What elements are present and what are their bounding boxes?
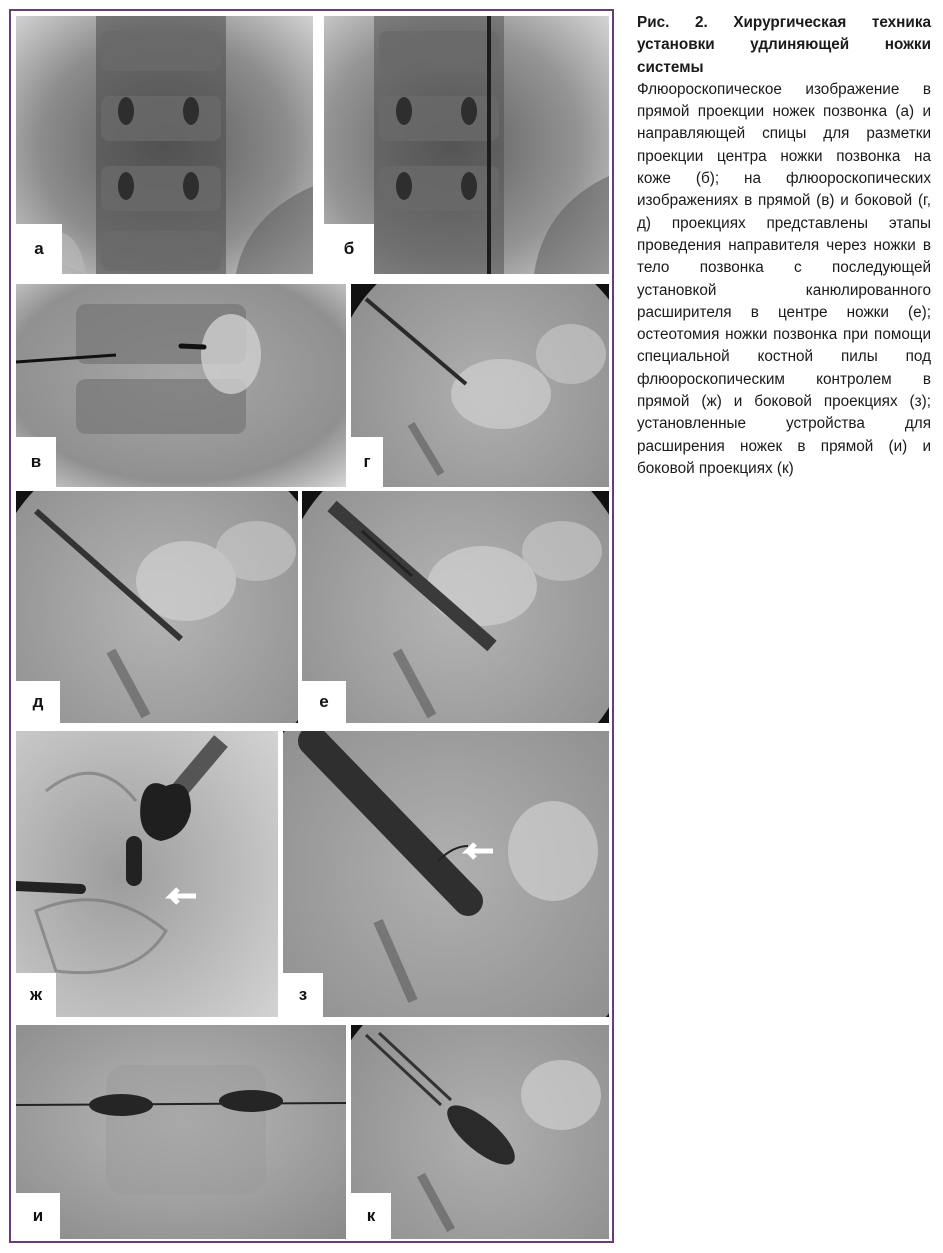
panel-letter: и (16, 1193, 60, 1239)
figure-title: Рис. 2. Хирургическая техника установки … (637, 14, 931, 76)
panel-letter: г (351, 437, 383, 487)
xray-image-a (16, 16, 313, 274)
xray-panel-v: в (16, 284, 346, 487)
xray-panel-a: а (16, 16, 313, 274)
panel-letter: е (302, 681, 346, 723)
xray-image-z (283, 731, 609, 1017)
xray-image-i (16, 1025, 346, 1239)
panel-letter: б (324, 224, 374, 274)
xray-panel-d: д (16, 491, 298, 723)
xray-image-v (16, 284, 346, 487)
xray-image-zh (16, 731, 278, 1017)
xray-image-e (302, 491, 609, 723)
figure-frame: а б (9, 9, 614, 1243)
panel-letter: д (16, 681, 60, 723)
xray-panel-z: з (283, 731, 609, 1017)
xray-image-g (351, 284, 609, 487)
xray-panel-e: е (302, 491, 609, 723)
xray-panel-i: и (16, 1025, 346, 1239)
figure-caption-text: Флюороскопическое изображение в прямой п… (637, 80, 931, 477)
xray-panel-zh: ж (16, 731, 278, 1017)
xray-panel-k: к (351, 1025, 609, 1239)
panel-letter: к (351, 1193, 391, 1239)
xray-panel-b: б (324, 16, 609, 274)
panel-letter: ж (16, 973, 56, 1017)
panel-letter: в (16, 437, 56, 487)
panel-letter: з (283, 973, 323, 1017)
xray-panel-g: г (351, 284, 609, 487)
figure-caption: Рис. 2. Хирургическая техника установки … (637, 12, 931, 480)
xray-image-d (16, 491, 298, 723)
xray-image-k (351, 1025, 609, 1239)
panel-letter: а (16, 224, 62, 274)
